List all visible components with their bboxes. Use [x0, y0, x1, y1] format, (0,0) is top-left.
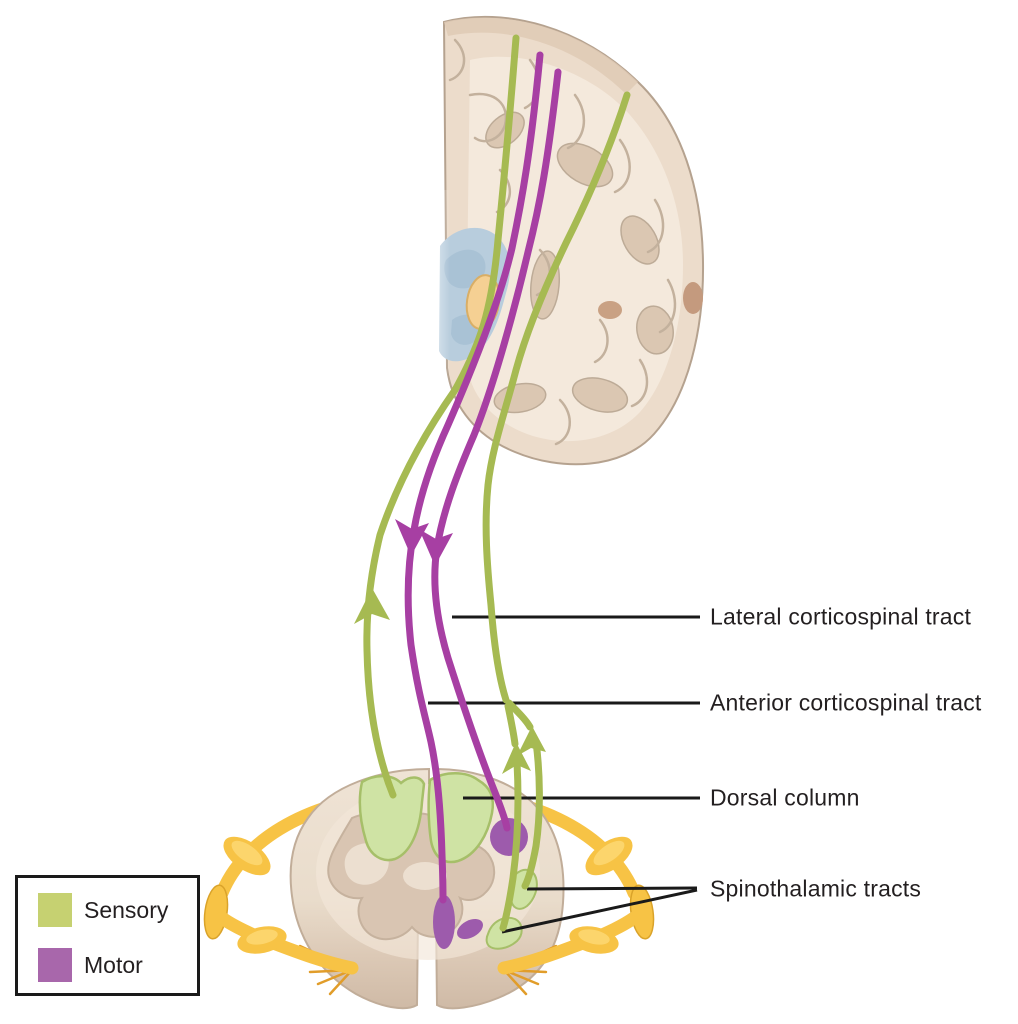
tract-arrows: [354, 519, 546, 774]
dorsal-column-region-left: [358, 774, 426, 862]
brain-top-rim: [444, 17, 638, 95]
label-lateral-corticospinal-tract: Lateral corticospinal tract: [710, 603, 972, 630]
legend-label-motor: Motor: [84, 951, 143, 978]
spinal-nerve-left: [203, 884, 229, 940]
anterior-corticospinal-region: [433, 895, 455, 949]
lateral-corticospinal-tract-line: [431, 68, 562, 832]
up-arrow-icon: [354, 588, 390, 624]
down-arrow-icon: [395, 519, 429, 556]
spinothalamic-branch-anterior: [504, 702, 519, 748]
spinothalamic-tract-line: [482, 91, 631, 704]
legend-box: Sensory Motor: [15, 875, 200, 996]
brown-accents: [598, 282, 703, 319]
ganglia-lower: [237, 926, 619, 954]
motor-color-swatch: [38, 948, 72, 982]
down-arrow-icon: [419, 529, 453, 566]
label-spinothalamic-tracts: Spinothalamic tracts: [710, 875, 922, 902]
gray-matter-hole-2: [403, 862, 447, 890]
spinothalamic-branch-anterior-lower: [499, 758, 522, 932]
leader-lines: [428, 615, 700, 934]
legend-item-sensory: Sensory: [38, 893, 168, 927]
spinothalamic-branch-lateral-lower: [521, 738, 543, 890]
up-arrow-icon: [517, 726, 546, 756]
spinothalamic-branch-lateral: [505, 699, 534, 731]
brain-section: [418, 15, 705, 475]
legend-label-sensory: Sensory: [84, 896, 169, 923]
label-anterior-corticospinal-tract: Anterior corticospinal tract: [710, 689, 982, 716]
legend-item-motor: Motor: [38, 948, 143, 982]
leader-spinothalamic-1: [526, 886, 698, 891]
label-dorsal-column: Dorsal column: [710, 784, 860, 811]
vestibulospinal-region: [457, 919, 483, 939]
up-arrow-icon: [502, 742, 531, 774]
dorsal-column-tract-line: [363, 34, 520, 799]
leader-spinothalamic-2: [501, 888, 698, 934]
sensory-color-swatch: [38, 893, 72, 927]
